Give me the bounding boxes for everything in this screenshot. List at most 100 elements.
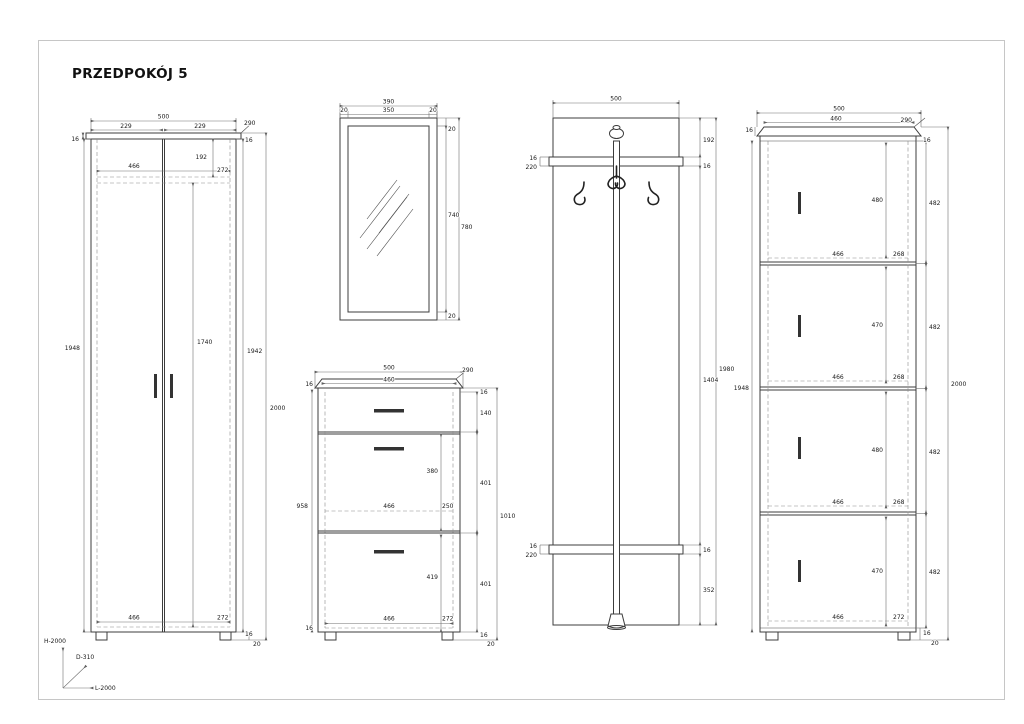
dim-label: 470	[872, 322, 884, 329]
dim-label: 482	[929, 200, 941, 207]
coat-pole	[613, 140, 620, 615]
dim-label: 470	[872, 568, 884, 575]
dim-label: 1942	[247, 348, 262, 355]
shoe-cabinet-drawing: 500 460 290 16 16 140 401 1010 401 958 3…	[296, 364, 517, 649]
dim-label: 16	[245, 137, 253, 144]
dim-label: 480	[872, 197, 884, 204]
mirror-geometry	[339, 117, 438, 321]
dim-label: 482	[929, 324, 941, 331]
dim-label: 401	[480, 581, 492, 588]
dim-label: 1980	[719, 366, 734, 373]
dim-label: 500	[158, 114, 170, 121]
dim-label: 290	[462, 367, 474, 374]
dim-label: 16	[71, 136, 79, 143]
coat-rack-dimension-labels: 500 192 16 1404 1980 16 352 16 220 16 22…	[525, 95, 736, 595]
center-hook	[607, 165, 626, 190]
axis-length-label: L-2000	[95, 685, 116, 692]
dim-label: 268	[893, 251, 905, 258]
dim-label: 2000	[951, 381, 966, 388]
dim-label: 1948	[734, 385, 749, 392]
dim-label: 220	[526, 164, 538, 171]
dim-label: 466	[128, 615, 140, 622]
door-handle	[798, 437, 801, 459]
pole-knob-tip	[612, 125, 621, 130]
cabinet-foot	[897, 631, 911, 641]
dim-label: 350	[383, 107, 395, 114]
dim-label: 740	[448, 212, 460, 219]
dim-label: 16	[480, 632, 488, 639]
dim-label: 192	[703, 137, 715, 144]
shelf-cabinet-dimension-labels: 500 460 290 16 16 480 482 466 268 470 48…	[733, 105, 967, 648]
dim-label: 229	[194, 123, 206, 130]
dim-label: 1010	[500, 513, 515, 520]
dim-label: 20	[429, 107, 437, 114]
cabinet-foot	[324, 631, 337, 641]
dim-label: 250	[442, 503, 454, 510]
dim-label: 268	[893, 374, 905, 381]
coat-rack-drawing: 500 192 16 1404 1980 16 352 16 220 16 22…	[525, 95, 736, 630]
dim-label: 466	[832, 614, 844, 621]
dim-label: 16	[745, 127, 753, 134]
shoe-cabinet-dimension-lines	[310, 369, 499, 641]
cabinet-foot	[95, 631, 108, 641]
coat-rack-dimension-lines	[539, 100, 718, 626]
dim-label: 20	[448, 313, 456, 320]
dim-label: 482	[929, 569, 941, 576]
wardrobe-drawing: 500 229 229 290 16 1948 466 192 272 1740…	[64, 113, 286, 649]
shelf-cabinet-geometry	[755, 126, 923, 641]
shoe-cabinet-dimension-labels: 500 460 290 16 16 140 401 1010 401 958 3…	[296, 364, 517, 649]
shoe-cabinet-geometry	[313, 378, 465, 641]
dim-label: 192	[196, 154, 208, 161]
cabinet-foot	[219, 631, 232, 641]
dim-label: 16	[529, 543, 537, 550]
door-handle	[374, 447, 404, 451]
dim-label: 2000	[270, 405, 285, 412]
dim-label: 460	[830, 116, 842, 123]
dim-label: 20	[340, 107, 348, 114]
shelf-cabinet-dimension-lines	[750, 110, 950, 641]
dim-label: 16	[305, 625, 313, 632]
dim-label: 20	[487, 641, 495, 648]
door-handle	[170, 374, 173, 398]
dim-label: 401	[480, 480, 492, 487]
dim-label: 1948	[65, 345, 80, 352]
dim-label: 958	[297, 503, 309, 510]
dim-label: 380	[427, 468, 439, 475]
right-hook	[647, 181, 660, 206]
dim-label: 16	[245, 631, 253, 638]
dim-label: 419	[427, 574, 439, 581]
dim-label: 272	[442, 616, 454, 623]
dim-label: 16	[923, 137, 931, 144]
dim-label: 290	[244, 120, 256, 127]
dim-label: 140	[480, 410, 492, 417]
dim-label: 482	[929, 449, 941, 456]
dim-label: 780	[461, 224, 473, 231]
door-handle	[374, 550, 404, 554]
dim-label: 16	[703, 547, 711, 554]
left-hook	[573, 181, 586, 206]
dim-label: 16	[703, 163, 711, 170]
axis-depth-label: D-310	[76, 654, 94, 661]
dim-label: 500	[610, 96, 622, 103]
cabinet-foot	[441, 631, 454, 641]
dim-label: 460	[383, 377, 395, 384]
dim-label: 20	[931, 640, 939, 647]
dim-label: 272	[217, 615, 229, 622]
axis-height-label: H-2000	[44, 638, 66, 645]
dim-label: 290	[901, 117, 913, 124]
dim-label: 1404	[703, 377, 718, 384]
drawing-border	[38, 40, 1005, 700]
cabinet-foot	[765, 631, 779, 641]
dim-label: 1740	[197, 339, 212, 346]
dim-label: 480	[872, 447, 884, 454]
dim-label: 16	[305, 381, 313, 388]
coat-rack-geometry	[548, 117, 684, 630]
dim-label: 272	[217, 167, 229, 174]
wardrobe-geometry	[85, 132, 242, 641]
axis-indicator: H-2000 D-310 L-2000	[43, 637, 116, 693]
dim-label: 268	[893, 499, 905, 506]
dim-label: 272	[893, 614, 905, 621]
mirror-dimension-labels: 390 20 350 20 20 740 780 20	[339, 98, 473, 321]
